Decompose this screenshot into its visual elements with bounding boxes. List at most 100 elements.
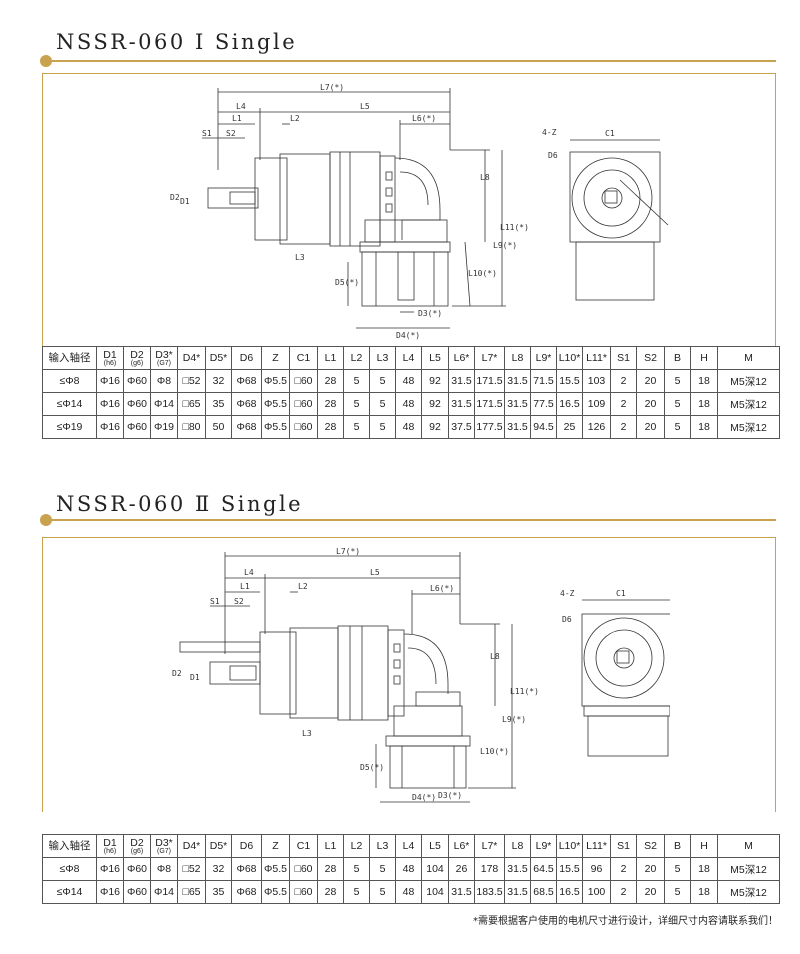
col-header: L4: [395, 834, 422, 858]
col-header: L8: [504, 834, 531, 858]
col-header: L11*: [582, 834, 611, 858]
table-cell: 5: [369, 880, 396, 904]
col-header: L3: [369, 346, 396, 370]
table-cell: Φ16: [96, 392, 124, 416]
dimension-label: L10(*): [480, 747, 509, 756]
spec-table-type-2: 输入轴径 D1(h6) D2(g6) D3*(G7) D4* D5* D6 Z …: [42, 834, 780, 904]
dimension-label: S2: [234, 597, 244, 606]
table-cell: 50: [205, 415, 232, 439]
table-cell: ≤Φ8: [42, 857, 97, 881]
col-header: L8: [504, 346, 531, 370]
table-cell: □52: [177, 857, 206, 881]
table-cell: Φ8: [150, 369, 178, 393]
table-cell: 5: [664, 369, 691, 393]
table-cell: 32: [205, 857, 232, 881]
table-cell: M5深12: [717, 369, 780, 393]
table-cell: Φ8: [150, 857, 178, 881]
col-header: D6: [231, 834, 262, 858]
dimension-label: L10(*): [468, 269, 497, 278]
table-cell: 71.5: [530, 369, 557, 393]
col-header: C1: [289, 346, 318, 370]
table-cell: 171.5: [474, 392, 505, 416]
col-header: M: [717, 834, 780, 858]
table-cell: 5: [343, 392, 370, 416]
spec-table-type-1: 输入轴径 D1(h6) D2(g6) D3*(G7) D4* D5* D6 Z …: [42, 346, 780, 439]
table-cell: 20: [636, 369, 665, 393]
table-cell: 31.5: [504, 369, 531, 393]
dimension-label: L1: [240, 582, 250, 591]
table-cell: 2: [610, 369, 637, 393]
table-cell: 2: [610, 857, 637, 881]
table-cell: Φ5.5: [261, 392, 290, 416]
title-underline: [46, 519, 776, 521]
table-cell: □52: [177, 369, 206, 393]
table-cell: M5深12: [717, 857, 780, 881]
table-cell: □65: [177, 880, 206, 904]
dimension-label: L11(*): [500, 223, 529, 232]
dimension-label: L4: [244, 568, 254, 577]
title-underline: [46, 60, 776, 62]
dimension-label: D6: [548, 151, 558, 160]
table-cell: 18: [690, 392, 718, 416]
dimension-label: C1: [605, 129, 615, 138]
technical-drawing: L7(*) L4 L5 L1 L2 S1 S2 L6(*) L3 L8 L9(*…: [170, 83, 669, 340]
dimension-label: D2: [172, 669, 182, 678]
table-cell: 5: [664, 392, 691, 416]
table-cell: 5: [369, 415, 396, 439]
table-cell: □60: [289, 857, 318, 881]
table-cell: 16.5: [556, 392, 583, 416]
col-header: L3: [369, 834, 396, 858]
table-cell: 37.5: [448, 415, 475, 439]
table-cell: Φ14: [150, 880, 178, 904]
dimension-label: L3: [295, 253, 305, 262]
table-cell: 171.5: [474, 369, 505, 393]
table-cell: ≤Φ19: [42, 415, 97, 439]
table-cell: 5: [369, 369, 396, 393]
dimension-label: L7(*): [320, 83, 344, 92]
col-header: S2: [636, 834, 665, 858]
dimension-label: L5: [360, 102, 370, 111]
col-header: L7*: [474, 834, 505, 858]
dimension-label: L4: [236, 102, 246, 111]
table-cell: 5: [343, 857, 370, 881]
table-cell: 28: [317, 369, 344, 393]
dimension-label: L9(*): [493, 241, 517, 250]
col-header: L1: [317, 346, 344, 370]
table-header-row: 输入轴径 D1(h6) D2(g6) D3*(G7) D4* D5* D6 Z …: [42, 834, 780, 858]
dimension-label: L7(*): [336, 547, 360, 556]
dimension-label: L2: [298, 582, 308, 591]
col-header: L5: [421, 834, 449, 858]
table-cell: 183.5: [474, 880, 505, 904]
table-cell: 31.5: [504, 415, 531, 439]
table-cell: Φ16: [96, 857, 124, 881]
col-header: L6*: [448, 346, 475, 370]
dimension-label: S1: [210, 597, 220, 606]
table-cell: M5深12: [717, 392, 780, 416]
col-header: L9*: [530, 834, 557, 858]
table-cell: 28: [317, 857, 344, 881]
col-header: S1: [610, 834, 637, 858]
table-header-row: 输入轴径 D1(h6) D2(g6) D3*(G7) D4* D5* D6 Z …: [42, 346, 780, 370]
dimension-label: L6(*): [430, 584, 454, 593]
table-cell: Φ68: [231, 415, 262, 439]
table-cell: 18: [690, 880, 718, 904]
table-cell: 64.5: [530, 857, 557, 881]
col-header: D1(h6): [96, 346, 124, 370]
table-cell: Φ60: [123, 880, 151, 904]
table-cell: Φ16: [96, 880, 124, 904]
dimension-label: L1: [232, 114, 242, 123]
table-cell: □60: [289, 880, 318, 904]
table-cell: 32: [205, 369, 232, 393]
table-cell: 18: [690, 369, 718, 393]
table-cell: 16.5: [556, 880, 583, 904]
col-header: B: [664, 834, 691, 858]
col-header: L5: [421, 346, 449, 370]
table-cell: 96: [582, 857, 611, 881]
dimension-label: L9(*): [502, 715, 526, 724]
table-cell: Φ5.5: [261, 415, 290, 439]
table-cell: Φ68: [231, 369, 262, 393]
col-header: L10*: [556, 346, 583, 370]
dimension-label: D4(*): [412, 793, 436, 802]
table-cell: Φ5.5: [261, 369, 290, 393]
